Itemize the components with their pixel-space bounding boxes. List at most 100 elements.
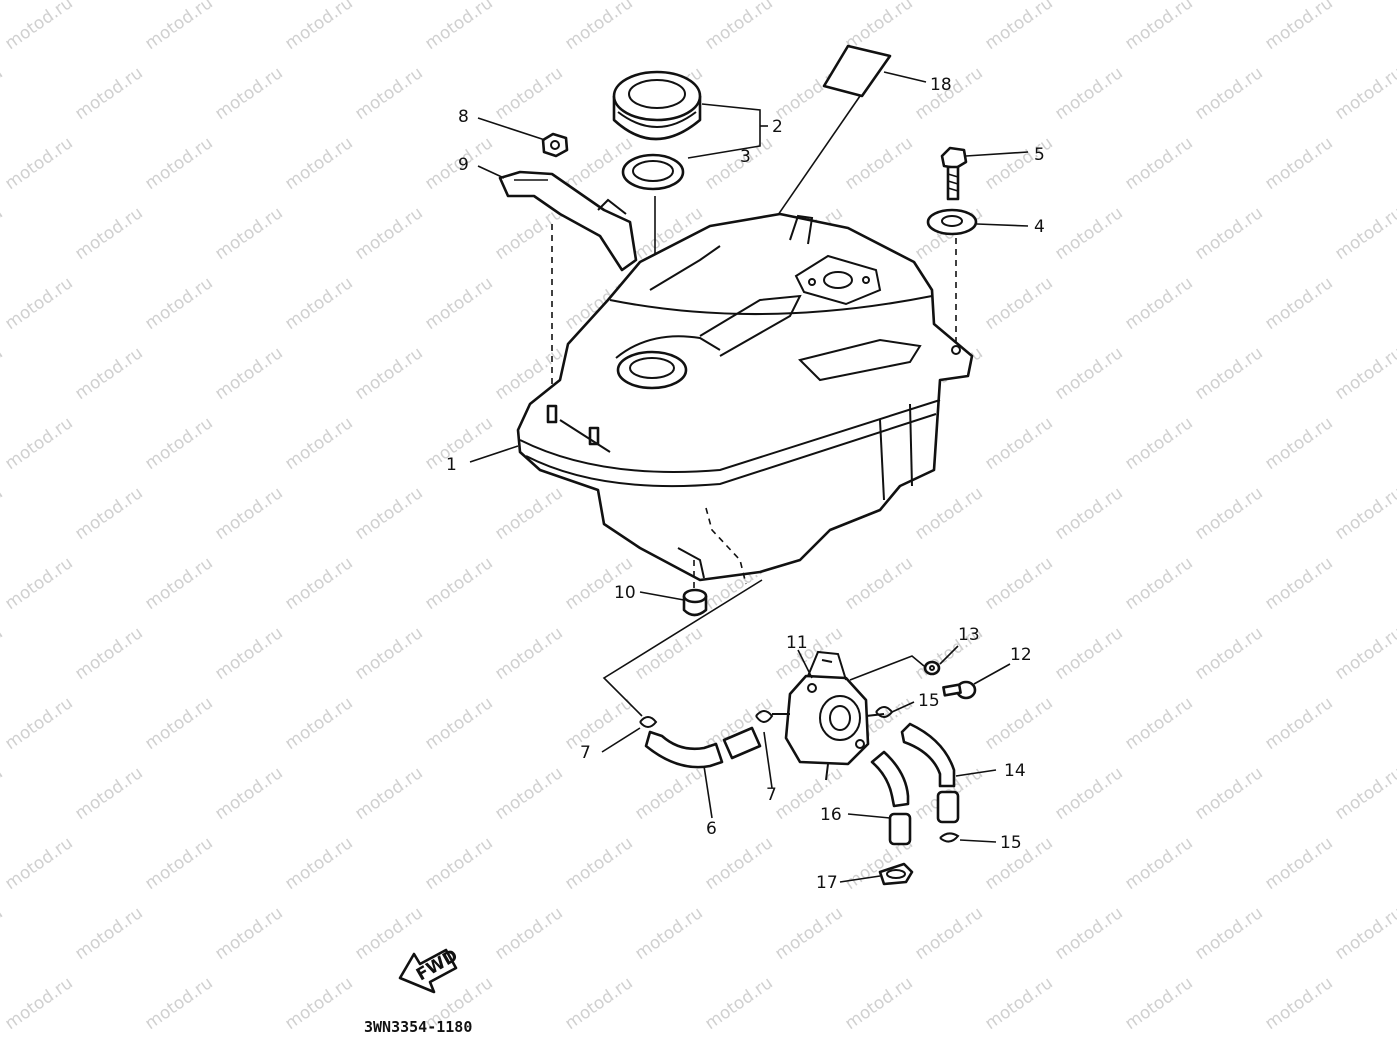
watermark-text: motod.ru xyxy=(71,623,146,684)
watermark-text: motod.ru xyxy=(211,483,286,544)
watermark-text: motod.ru xyxy=(1261,973,1336,1034)
watermark-text: motod.ru xyxy=(71,763,146,824)
callout-7b: 7 xyxy=(766,785,777,805)
watermark-text: motod.ru xyxy=(1051,903,1126,964)
watermark-text: motod.ru xyxy=(561,0,636,54)
watermark-text: motod.ru xyxy=(561,833,636,894)
watermark-text: motod.ru xyxy=(701,973,776,1034)
watermark-text: motod.ru xyxy=(211,63,286,124)
watermark-text: motod.ru xyxy=(1121,973,1196,1034)
watermark-text: motod.ru xyxy=(281,273,356,334)
watermark-text: motod.ru xyxy=(71,63,146,124)
part-18-label-sticker xyxy=(822,44,892,98)
watermark-text: motod.ru xyxy=(0,763,7,824)
watermark-text: motod.ru xyxy=(1261,693,1336,754)
watermark-text: motod.ru xyxy=(421,693,496,754)
watermark-text: motod.ru xyxy=(841,973,916,1034)
watermark-text: motod.ru xyxy=(351,763,426,824)
watermark-text: motod.ru xyxy=(631,903,706,964)
part-13-washer xyxy=(923,660,941,676)
watermark-text: motod.ru xyxy=(1261,133,1336,194)
watermark-text: motod.ru xyxy=(841,553,916,614)
watermark-text: motod.ru xyxy=(141,973,216,1034)
callout-17: 17 xyxy=(816,873,838,893)
watermark-text: motod.ru xyxy=(281,833,356,894)
watermark-text: motod.ru xyxy=(1191,763,1266,824)
part-3-gasket xyxy=(621,153,685,191)
watermark-text: motod.ru xyxy=(1331,343,1397,404)
part-5-bolt xyxy=(940,146,968,201)
watermark-text: motod.ru xyxy=(211,623,286,684)
watermark-text: motod.ru xyxy=(1,553,76,614)
watermark-text: motod.ru xyxy=(1191,623,1266,684)
part-2-filler-cap xyxy=(612,70,702,141)
callout-12: 12 xyxy=(1010,645,1032,665)
callout-9: 9 xyxy=(458,155,469,175)
watermark-text: motod.ru xyxy=(1191,483,1266,544)
watermark-text: motod.ru xyxy=(0,203,7,264)
watermark-text: motod.ru xyxy=(421,413,496,474)
watermark-text: motod.ru xyxy=(561,973,636,1034)
watermark-text: motod.ru xyxy=(71,203,146,264)
watermark-text: motod.ru xyxy=(1,273,76,334)
callout-8: 8 xyxy=(458,107,469,127)
watermark-text: motod.ru xyxy=(141,553,216,614)
watermark-text: motod.ru xyxy=(141,0,216,54)
watermark-text: motod.ru xyxy=(211,343,286,404)
watermark-text: motod.ru xyxy=(1331,623,1397,684)
part-12-screw xyxy=(942,680,977,700)
watermark-text: motod.ru xyxy=(1,133,76,194)
callout-6: 6 xyxy=(706,819,717,839)
watermark-text: motod.ru xyxy=(71,903,146,964)
callout-3: 3 xyxy=(740,147,751,167)
watermark-text: motod.ru xyxy=(141,133,216,194)
watermark-text: motod.ru xyxy=(701,0,776,54)
watermark-text: motod.ru xyxy=(1191,63,1266,124)
watermark-text: motod.ru xyxy=(1261,833,1336,894)
watermark-text: motod.ru xyxy=(281,973,356,1034)
watermark-text: motod.ru xyxy=(0,623,7,684)
watermark-text: motod.ru xyxy=(491,623,566,684)
watermark-text: motod.ru xyxy=(491,763,566,824)
watermark-text: motod.ru xyxy=(841,133,916,194)
callout-7a: 7 xyxy=(580,743,591,763)
watermark-text: motod.ru xyxy=(421,273,496,334)
watermark-text: motod.ru xyxy=(0,483,7,544)
watermark-text: motod.ru xyxy=(1051,203,1126,264)
watermark-text: motod.ru xyxy=(1051,343,1126,404)
watermark-text: motod.ru xyxy=(1191,343,1266,404)
watermark-text: motod.ru xyxy=(141,693,216,754)
watermark-text: motod.ru xyxy=(981,693,1056,754)
watermark-text: motod.ru xyxy=(421,553,496,614)
callout-15b: 15 xyxy=(1000,833,1022,853)
callout-13: 13 xyxy=(958,625,980,645)
watermark-text: motod.ru xyxy=(911,903,986,964)
part-17-clamp xyxy=(878,862,914,886)
watermark-text: motod.ru xyxy=(771,903,846,964)
watermark-text: motod.ru xyxy=(1331,63,1397,124)
part-14-hose xyxy=(900,722,960,824)
callout-11: 11 xyxy=(786,633,808,653)
watermark-text: motod.ru xyxy=(1051,483,1126,544)
callout-10: 10 xyxy=(614,583,636,603)
fwd-arrow-icon: FWD xyxy=(398,946,461,994)
part-10-plug xyxy=(682,588,708,617)
watermark-text: motod.ru xyxy=(1121,553,1196,614)
watermark-text: motod.ru xyxy=(1331,763,1397,824)
watermark-text: motod.ru xyxy=(211,763,286,824)
watermark-text: motod.ru xyxy=(1121,273,1196,334)
watermark-text: motod.ru xyxy=(281,133,356,194)
watermark-text: motod.ru xyxy=(0,343,7,404)
watermark-text: motod.ru xyxy=(1051,623,1126,684)
callout-4: 4 xyxy=(1034,217,1045,237)
watermark-text: motod.ru xyxy=(211,203,286,264)
watermark-text: motod.ru xyxy=(911,483,986,544)
part-11-fuel-pump xyxy=(772,650,885,781)
watermark-text: motod.ru xyxy=(141,273,216,334)
watermark-text: motod.ru xyxy=(1331,483,1397,544)
part-6-hose xyxy=(644,726,762,769)
watermark-text: motod.ru xyxy=(0,63,7,124)
watermark-text: motod.ru xyxy=(1261,0,1336,54)
watermark-text: motod.ru xyxy=(1,693,76,754)
callout-18: 18 xyxy=(930,75,952,95)
